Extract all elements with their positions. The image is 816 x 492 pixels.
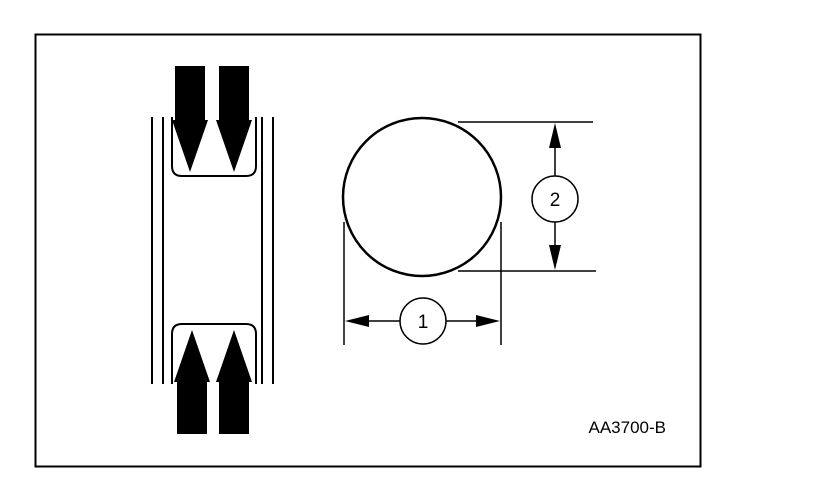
figure-frame	[34, 33, 702, 468]
top-left-arrow-icon	[172, 66, 208, 172]
dimension-1-arrowhead-left-icon	[345, 315, 369, 327]
side-view-part	[151, 66, 274, 434]
top-right-arrow-icon	[216, 66, 252, 172]
callout-2-number: 2	[550, 190, 561, 211]
end-view-part	[341, 116, 596, 345]
figure-reference-code: AA3700-B	[589, 418, 667, 437]
callout-2-circle	[531, 175, 579, 223]
callout-1-number: 1	[418, 312, 429, 333]
dimension-2-arrowhead-bottom-icon	[549, 245, 561, 270]
side-view-upper-band	[171, 117, 257, 177]
side-view-lower-band	[171, 323, 257, 384]
callout-1: 1	[399, 297, 447, 345]
end-view-circle	[341, 116, 503, 278]
bottom-left-arrow-icon	[174, 330, 210, 434]
bottom-right-arrow-icon	[216, 330, 252, 434]
callout-1-circle	[399, 297, 447, 345]
dimension-1-arrowhead-right-icon	[476, 315, 500, 327]
callout-2: 2	[531, 175, 579, 223]
dimension-2-arrowhead-top-icon	[549, 123, 561, 148]
